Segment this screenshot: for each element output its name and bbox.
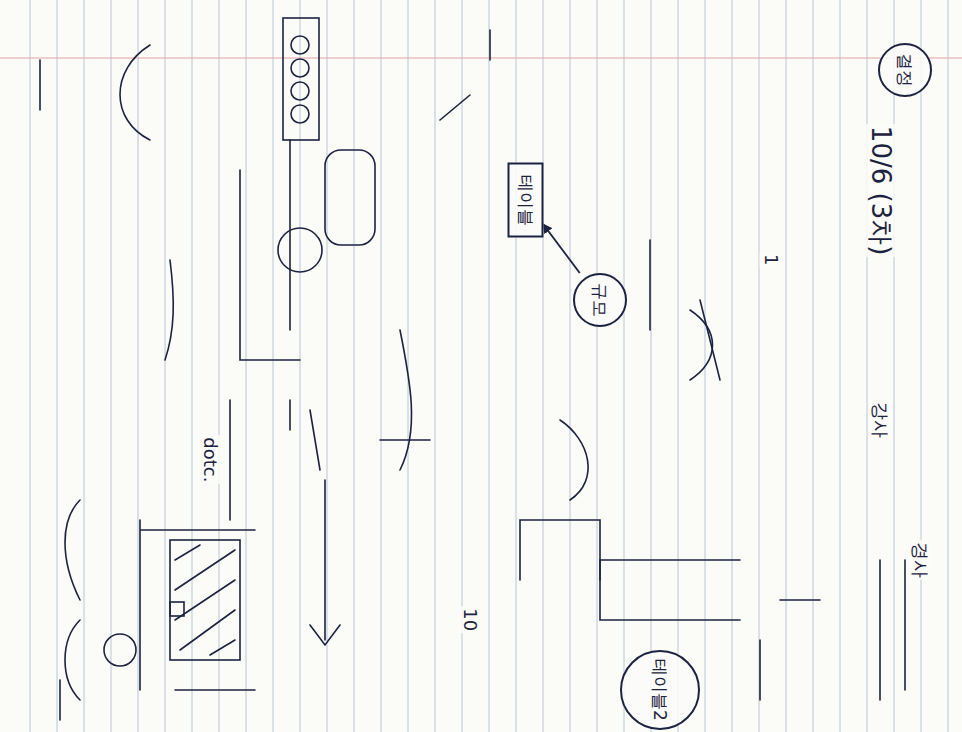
handwritten-note: 10 [459,606,481,633]
boxed-note: 테이블 [507,163,543,238]
circled-note: 규모 [573,273,627,327]
note-text: 규모 [590,283,610,317]
note-text-group: 규모 [590,283,610,317]
note-text-group: 테이블2 [650,659,670,721]
handwritten-note: 1 [759,252,781,267]
handwritten-note: dotc. [199,435,221,484]
note-text: 테이블 [515,175,535,226]
note-text-group: 결정 [895,53,915,87]
note-text: 테이블2 [650,659,670,721]
circled-note: 테이블2 [620,650,700,730]
handwritten-note: 경사 [909,540,931,580]
arrow-connector [543,224,580,273]
note-text-group: 테이블 [515,175,535,226]
circled-note: 결정 [878,43,932,97]
page-title: 10/6 (3차) [865,123,896,256]
note-text: 결정 [895,53,915,87]
handwritten-note: 강사 [869,400,891,440]
